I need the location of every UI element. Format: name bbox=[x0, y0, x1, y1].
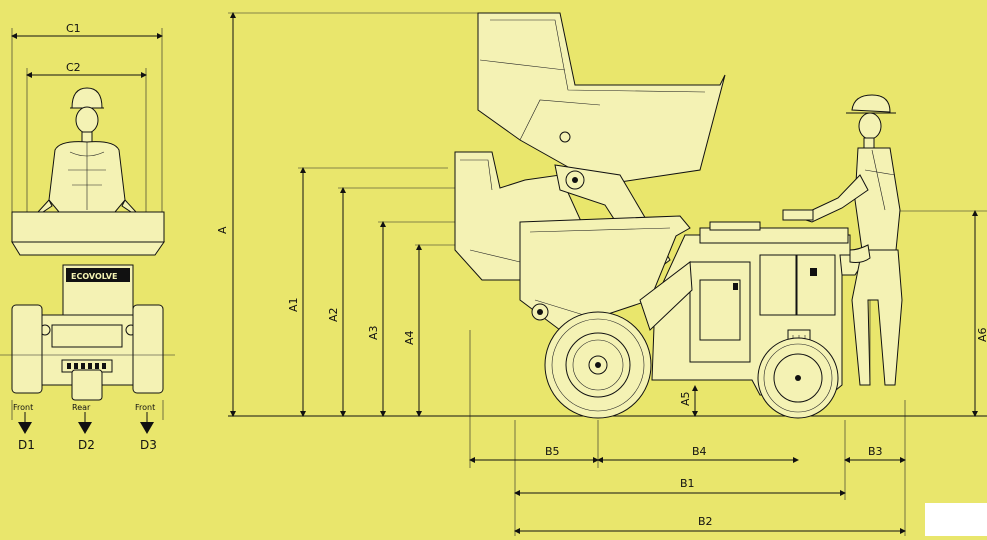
dimension-label-a5: A5 bbox=[679, 391, 692, 406]
front-wheel bbox=[544, 311, 652, 419]
hopper-lowered bbox=[519, 215, 691, 331]
corner-patch bbox=[925, 503, 987, 536]
dimension-label-a4: A4 bbox=[403, 330, 416, 345]
drive-label-d1: D1 bbox=[18, 438, 35, 452]
dimension-label-c2: C2 bbox=[66, 61, 81, 74]
operator-front-figure bbox=[37, 87, 137, 215]
dimension-c1: C1 bbox=[11, 22, 163, 215]
dumper-front-body: ECOVOLVE bbox=[0, 211, 175, 401]
dimension-label-a1: A1 bbox=[287, 297, 300, 312]
dimension-label-c1: C1 bbox=[66, 22, 81, 35]
dimension-label-b1: B1 bbox=[680, 477, 695, 490]
dimension-label-a3: A3 bbox=[367, 325, 380, 340]
drive-arrow-d2 bbox=[78, 412, 92, 434]
drive-label-d2: D2 bbox=[78, 438, 95, 452]
dimension-label-b2: B2 bbox=[698, 515, 713, 528]
front-view: C1 C2 ECOVOLVE bbox=[0, 22, 175, 452]
rear-wheel bbox=[757, 337, 839, 419]
dimension-c2: C2 bbox=[26, 61, 147, 215]
wheel-label-rear: Rear bbox=[72, 403, 91, 412]
dimension-label-a2: A2 bbox=[327, 307, 340, 322]
dimension-label-a: A bbox=[216, 226, 229, 234]
dimension-label-b3: B3 bbox=[868, 445, 883, 458]
wheel-label-front-right: Front bbox=[135, 403, 155, 412]
side-view: A A1 A2 A3 A4 A5 A6 bbox=[216, 12, 987, 536]
hopper-raised-top bbox=[477, 12, 726, 186]
drive-arrow-d3 bbox=[140, 412, 154, 434]
drive-label-d3: D3 bbox=[140, 438, 157, 452]
brand-label: ECOVOLVE bbox=[71, 272, 117, 281]
dimension-label-b5: B5 bbox=[545, 445, 560, 458]
dimension-label-b4: B4 bbox=[692, 445, 707, 458]
wheel-label-front-left: Front bbox=[13, 403, 33, 412]
drive-arrow-d1 bbox=[18, 412, 32, 434]
dimension-label-a6: A6 bbox=[976, 327, 987, 342]
operator-side-figure bbox=[782, 94, 903, 386]
